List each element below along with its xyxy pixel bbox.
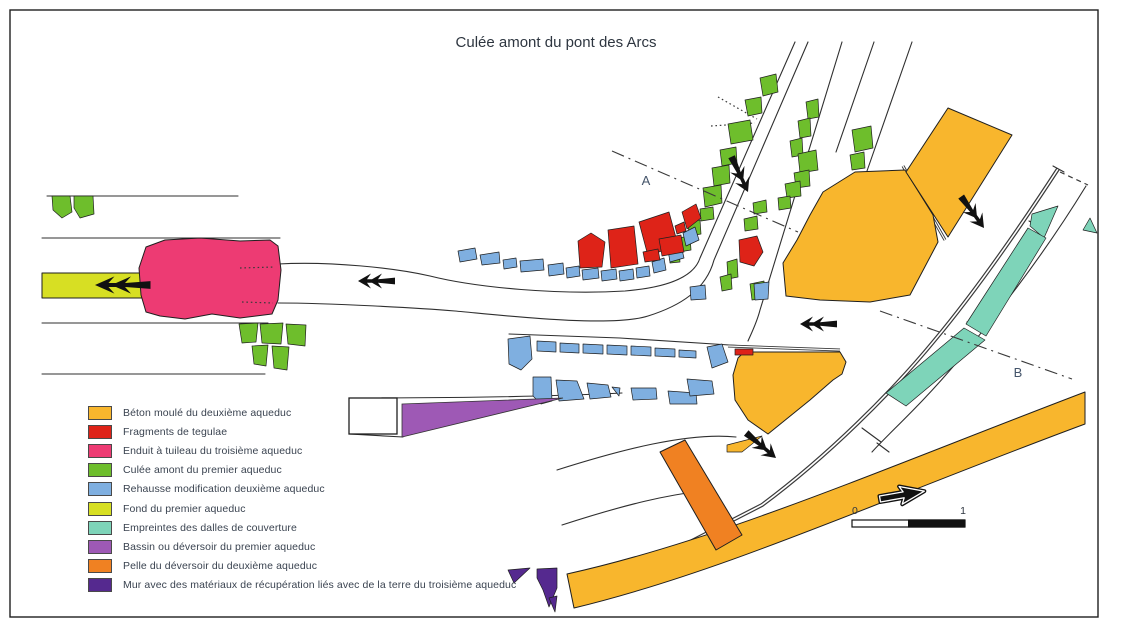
enduit-tuileau-troisieme <box>138 237 282 320</box>
legend-swatch-mur <box>88 578 112 593</box>
legend-item: Pelle du déversoir du deuxième aqueduc <box>88 557 516 576</box>
legend-label: Pelle du déversoir du deuxième aqueduc <box>123 560 318 573</box>
legend-label: Fragments de tegulae <box>123 425 228 438</box>
legend-swatch-bassin <box>88 539 112 554</box>
legend-item: Mur avec des matériaux de récupération l… <box>88 576 516 595</box>
legend-label: Mur avec des matériaux de récupération l… <box>123 579 517 592</box>
legend-label: Fond du premier aqueduc <box>123 502 246 515</box>
legend-swatch-dalles <box>88 520 112 535</box>
scale-bar: 0 1 <box>851 505 966 528</box>
legend-item: Culée amont du premier aqueduc <box>88 461 516 480</box>
unexcavated-block <box>348 397 398 435</box>
legend-item: Bassin ou déversoir du premier aqueduc <box>88 537 516 556</box>
legend-swatch-beton <box>88 405 112 420</box>
pelle-deversoir-deuxieme <box>659 439 743 551</box>
beton-deuxieme-masses <box>566 107 1086 609</box>
legend-swatch-fond <box>88 501 112 516</box>
legend-swatch-enduit <box>88 443 112 458</box>
legend-label: Culée amont du premier aqueduc <box>123 464 282 477</box>
channel-wall-lines <box>41 41 1089 545</box>
legend-item: Rehausse modification deuxième aqueduc <box>88 480 516 499</box>
section-line-a <box>611 150 799 233</box>
bassin-deversoir-premier <box>401 397 564 438</box>
legend-label: Rehausse modification deuxième aqueduc <box>123 483 325 496</box>
legend-swatch-pelle <box>88 559 112 574</box>
legend-label: Empreintes des dalles de couverture <box>123 521 297 534</box>
legend-item: Fond du premier aqueduc <box>88 499 516 518</box>
section-label-b: B <box>1014 365 1023 380</box>
legend-swatch-rehausse <box>88 482 112 497</box>
legend: Béton moulé du deuxième aqueduc Fragment… <box>88 403 516 595</box>
legend-label: Béton moulé du deuxième aqueduc <box>123 406 292 419</box>
mur-troisieme-aqueduc <box>507 567 558 613</box>
scale-start-label: 0 <box>852 505 858 517</box>
section-line-b <box>879 310 1073 380</box>
scale-end-label: 1 <box>960 505 966 517</box>
figure-title: Culée amont du pont des Arcs <box>456 34 657 51</box>
legend-item: Empreintes des dalles de couverture <box>88 518 516 537</box>
enduit-dotted-joints <box>239 266 275 304</box>
legend-label: Bassin ou déversoir du premier aqueduc <box>123 540 316 553</box>
legend-swatch-culee <box>88 463 112 478</box>
legend-item: Fragments de tegulae <box>88 422 516 441</box>
legend-swatch-tegulae <box>88 424 112 439</box>
section-label-a: A <box>642 173 651 188</box>
legend-item: Béton moulé du deuxième aqueduc <box>88 403 516 422</box>
dalles-couverture <box>885 205 1098 407</box>
legend-label: Enduit à tuileau du troisième aqueduc <box>123 444 303 457</box>
tegulae-fragments <box>577 203 764 356</box>
rehausse-fragments <box>457 226 770 405</box>
legend-item: Enduit à tuileau du troisième aqueduc <box>88 441 516 460</box>
